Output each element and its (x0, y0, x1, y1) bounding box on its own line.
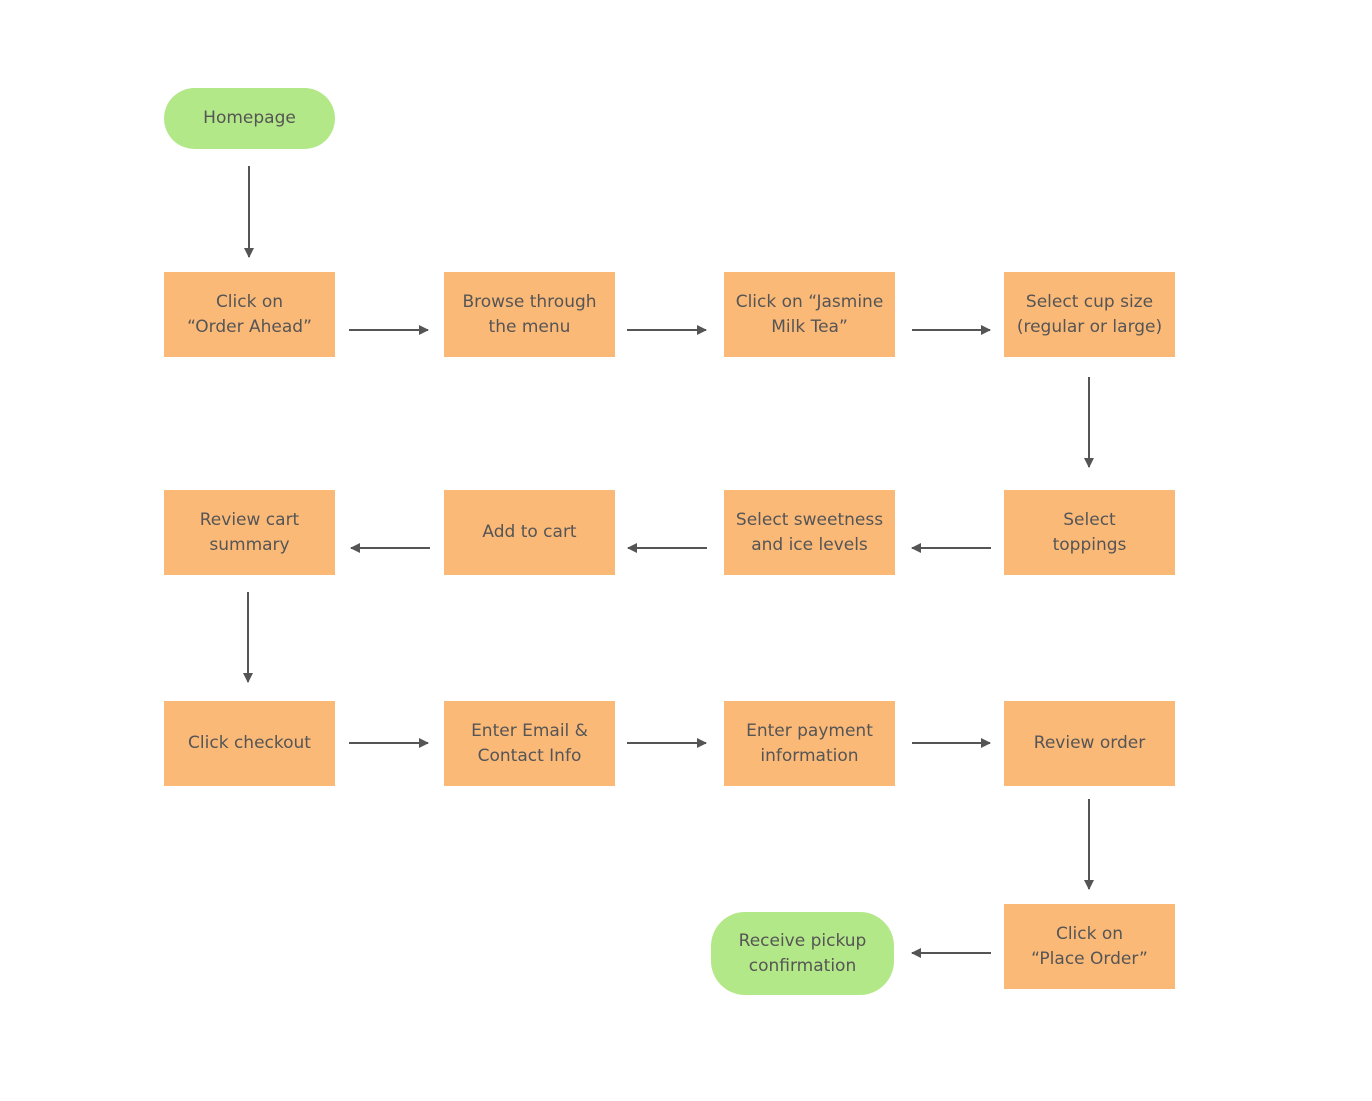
node-enter-email-contact: Enter Email & Contact Info (444, 701, 615, 786)
node-select-cup-size: Select cup size (regular or large) (1004, 272, 1175, 357)
node-receive-pickup-confirmation: Receive pickup confirmation (711, 912, 894, 995)
node-select-sweetness-ice: Select sweetness and ice levels (724, 490, 895, 575)
node-homepage: Homepage (164, 88, 335, 149)
node-enter-payment-info: Enter payment information (724, 701, 895, 786)
node-review-cart-summary: Review cart summary (164, 490, 335, 575)
node-click-order-ahead: Click on “Order Ahead” (164, 272, 335, 357)
node-click-jasmine-milk-tea: Click on “Jasmine Milk Tea” (724, 272, 895, 357)
node-click-checkout: Click checkout (164, 701, 335, 786)
node-select-toppings: Select toppings (1004, 490, 1175, 575)
node-add-to-cart: Add to cart (444, 490, 615, 575)
node-browse-menu: Browse through the menu (444, 272, 615, 357)
node-review-order: Review order (1004, 701, 1175, 786)
node-click-place-order: Click on “Place Order” (1004, 904, 1175, 989)
